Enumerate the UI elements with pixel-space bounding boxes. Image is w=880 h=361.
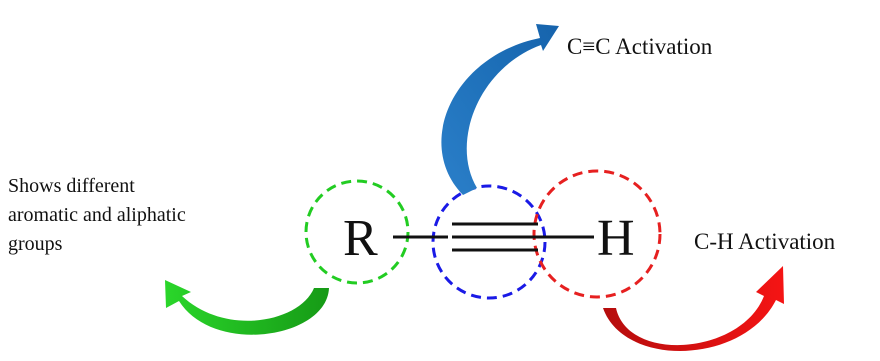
r-atom: R [343,210,378,267]
hydrogen-circle [532,169,662,299]
r-group-arrow [165,280,329,335]
r-group-line-3: groups [8,233,63,255]
r-group-line-2: aromatic and aliphatic [8,204,186,226]
ch-activation-arrow [603,266,784,351]
h-atom: H [597,210,635,267]
r-group-description: Shows different aromatic and aliphatic g… [8,172,186,259]
r-group-line-1: Shows different [8,175,135,197]
alkyne-circle [431,184,547,300]
ch-activation-label: C-H Activation [694,229,836,254]
alkyne-activation-label: C≡C Activation [567,34,713,59]
r-group-circle [304,179,410,285]
alkyne-activation-arrow [441,24,559,195]
